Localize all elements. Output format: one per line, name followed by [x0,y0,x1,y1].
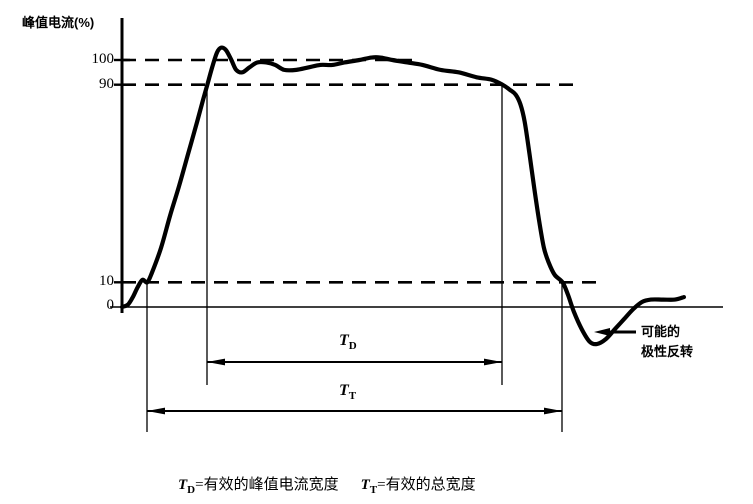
dimension-tt-arrow-head-left [147,407,165,415]
dimension-label-td: TD [339,332,357,352]
y-axis-title: 峰值电流(%) [22,15,95,30]
waveform-curve [119,45,687,347]
polarity-reversal-annotation: 可能的 极性反转 [641,322,693,362]
dimension-label-td-subscript: D [348,340,357,353]
caption-tt-text: =有效的总宽度 [377,477,476,493]
y-tick-label-0: 0 [106,297,115,313]
caption-td-text: =有效的峰值电流宽度 [195,477,339,493]
dimension-label-td-symbol: T [339,332,349,349]
dimension-td-arrow-head-left [207,358,225,366]
y-tick-label-90: 90 [99,76,114,92]
dimension-td-arrow-head-right [484,358,502,366]
caption-td-symbol: TD [178,477,196,496]
figure-caption: TD=有效的峰值电流宽度 TT=有效的总宽度 [178,473,476,496]
y-tick-label-10: 10 [99,273,114,289]
y-tick-label-100: 100 [91,51,115,67]
polarity-reversal-annotation-line2: 极性反转 [641,344,694,359]
dimension-label-tt: TT [339,382,356,402]
annotation-leader-arrow-head [594,328,610,336]
dimension-label-tt-symbol: T [339,382,349,399]
polarity-reversal-annotation-line1: 可能的 [641,324,681,339]
dimension-label-tt-subscript: T [348,390,357,403]
caption-tt-symbol: TT [360,477,378,496]
dimension-tt-arrow-head-right [544,407,562,415]
